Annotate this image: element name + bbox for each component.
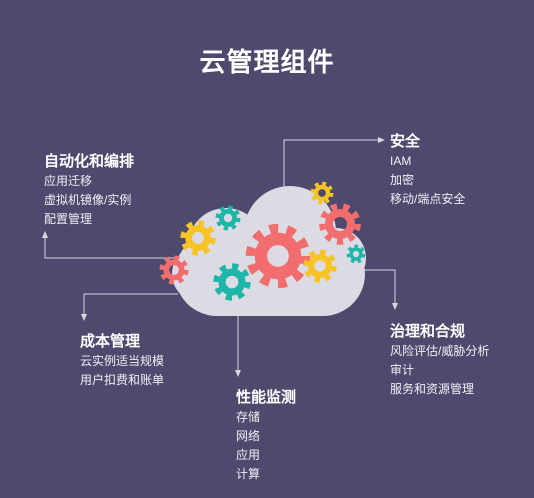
arrowhead-monitoring bbox=[235, 370, 241, 377]
cost-heading: 成本管理 bbox=[80, 333, 141, 350]
governance-heading: 治理和合规 bbox=[390, 323, 466, 340]
automation-heading: 自动化和编排 bbox=[44, 153, 135, 170]
governance-item: 风险评估/威胁分析 bbox=[390, 344, 490, 358]
monitoring-block: 性能监测 存储 网络 应用 计算 bbox=[236, 388, 296, 484]
governance-item: 服务和资源管理 bbox=[390, 382, 475, 396]
cost-block: 成本管理 云实例适当规模 用户扣费和账单 bbox=[80, 332, 164, 390]
arrowhead-security bbox=[378, 137, 385, 143]
automation-item: 配置管理 bbox=[44, 212, 93, 226]
automation-item: 虚拟机镜像/实例 bbox=[44, 193, 132, 207]
arrowhead-cost bbox=[81, 314, 87, 321]
security-item: 加密 bbox=[390, 173, 415, 187]
arrowhead-governance bbox=[392, 303, 398, 310]
gear-icon bbox=[245, 223, 311, 289]
gear-icon bbox=[303, 249, 337, 283]
monitoring-item: 计算 bbox=[236, 467, 261, 481]
governance-block: 治理和合规 风险评估/威胁分析 审计 服务和资源管理 bbox=[390, 322, 489, 399]
cost-item: 云实例适当规模 bbox=[80, 354, 165, 368]
gear-icon bbox=[310, 181, 334, 205]
page-title: 云管理组件 bbox=[199, 47, 335, 77]
connector-automation bbox=[44, 236, 190, 259]
security-item: 移动/端点安全 bbox=[390, 192, 466, 206]
cost-item: 用户扣费和账单 bbox=[80, 373, 165, 387]
automation-item: 应用迁移 bbox=[44, 174, 93, 188]
monitoring-item: 应用 bbox=[236, 448, 261, 462]
automation-block: 自动化和编排 应用迁移 虚拟机镜像/实例 配置管理 bbox=[44, 152, 134, 229]
gear-icon bbox=[215, 205, 241, 231]
connector-governance bbox=[360, 269, 396, 305]
security-item: IAM bbox=[390, 154, 412, 168]
gear-icon bbox=[346, 244, 366, 264]
security-heading: 安全 bbox=[390, 133, 421, 150]
monitoring-item: 存储 bbox=[236, 410, 261, 424]
monitoring-item: 网络 bbox=[236, 429, 261, 443]
gears bbox=[159, 181, 366, 301]
arrowhead-automation bbox=[42, 231, 48, 238]
governance-item: 审计 bbox=[390, 363, 415, 377]
connector-security bbox=[283, 139, 380, 196]
gear-icon bbox=[180, 220, 216, 256]
connector-cost bbox=[83, 293, 178, 316]
arrowheads bbox=[42, 137, 398, 377]
gear-icon bbox=[159, 255, 189, 285]
security-block: 安全 IAM 加密 移动/端点安全 bbox=[390, 132, 465, 209]
connectors bbox=[44, 139, 396, 372]
monitoring-heading: 性能监测 bbox=[236, 389, 297, 406]
gear-icon bbox=[319, 203, 361, 245]
gear-icon bbox=[213, 263, 251, 301]
